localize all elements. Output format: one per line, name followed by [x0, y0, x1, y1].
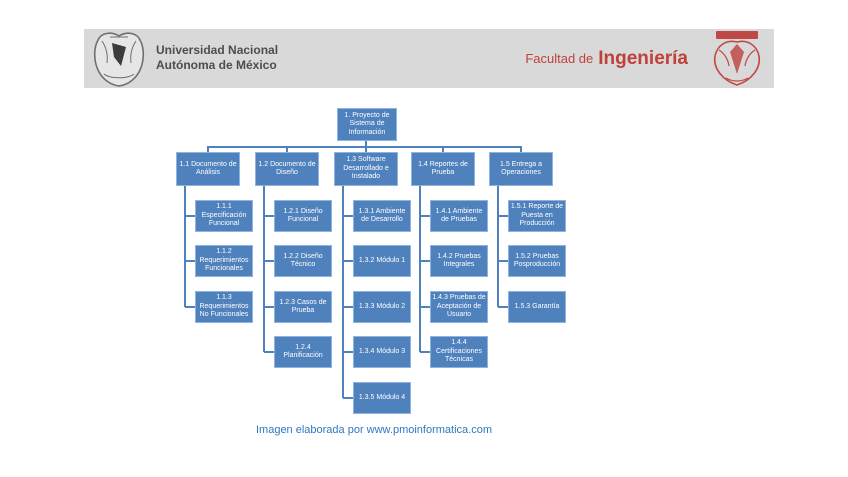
wbs-node-1-5-3: 1.5.3 Garantía: [508, 291, 566, 323]
wbs-node-1-5-2: 1.5.2 Pruebas Posproducción: [508, 245, 566, 277]
wbs-node-1-4-2: 1.4.2 Pruebas Integrales: [430, 245, 488, 277]
wbs-node-1-2-4: 1.2.4 Planificación: [274, 336, 332, 368]
wbs-node-1-3-2: 1.3.2 Módulo 1: [353, 245, 411, 277]
faculty-title: Facultad de Ingeniería: [525, 29, 688, 88]
wbs-node-1-2-2: 1.2.2 Diseño Técnico: [274, 245, 332, 277]
wbs-node-1-3-4: 1.3.4 Módulo 3: [353, 336, 411, 368]
wbs-node-1-3-3: 1.3.3 Módulo 2: [353, 291, 411, 323]
wbs-node-1-2: 1.2 Documento de Diseño: [255, 152, 319, 186]
wbs-node-1-3-5: 1.3.5 Módulo 4: [353, 382, 411, 414]
wbs-node-1-3: 1.3 Software Desarrollado e Instalado: [334, 152, 398, 186]
facultad-ingenieria-crest-icon: [713, 31, 761, 86]
header-band: Universidad Nacional Autónoma de México …: [84, 29, 774, 88]
wbs-node-1-1: 1.1 Documento de Análisis: [176, 152, 240, 186]
wbs-node-1-4: 1.4 Reportes de Prueba: [411, 152, 475, 186]
wbs-node-1-5-1: 1.5.1 Reporte de Puesta en Producción: [508, 200, 566, 232]
wbs-node-1-1-2: 1.1.2 Requerimientos Funcionales: [195, 245, 253, 277]
wbs-node-1-3-1: 1.3.1 Ambiente de Desarrollo: [353, 200, 411, 232]
wbs-node-root: 1. Proyecto de Sistema de Información: [337, 108, 397, 141]
wbs-node-1-2-3: 1.2.3 Casos de Prueba: [274, 291, 332, 323]
university-name-line1: Universidad Nacional: [156, 43, 279, 57]
university-name: Universidad Nacional Autónoma de México: [156, 43, 278, 73]
wbs-node-1-1-3: 1.1.3 Requerimientos No Funcionales: [195, 291, 253, 323]
faculty-name: Ingeniería: [598, 47, 688, 69]
university-name-line2: Autónoma de México: [156, 58, 277, 72]
wbs-node-1-5: 1.5 Entrega a Operaciones: [489, 152, 553, 186]
wbs-node-1-4-1: 1.4.1 Ambiente de Pruebas: [430, 200, 488, 232]
wbs-node-1-2-1: 1.2.1 Diseño Funcional: [274, 200, 332, 232]
wbs-node-1-4-3: 1.4.3 Pruebas de Aceptación de Usuario: [430, 291, 488, 323]
wbs-node-1-4-4: 1.4.4 Certificaciones Técnicas: [430, 336, 488, 368]
unam-crest-icon: [93, 32, 145, 87]
wbs-node-1-1-1: 1.1.1 Especificación Funcional: [195, 200, 253, 232]
faculty-prefix: Facultad de: [525, 51, 594, 66]
image-credit-caption: Imagen elaborada por www.pmoinformatica.…: [255, 424, 492, 436]
